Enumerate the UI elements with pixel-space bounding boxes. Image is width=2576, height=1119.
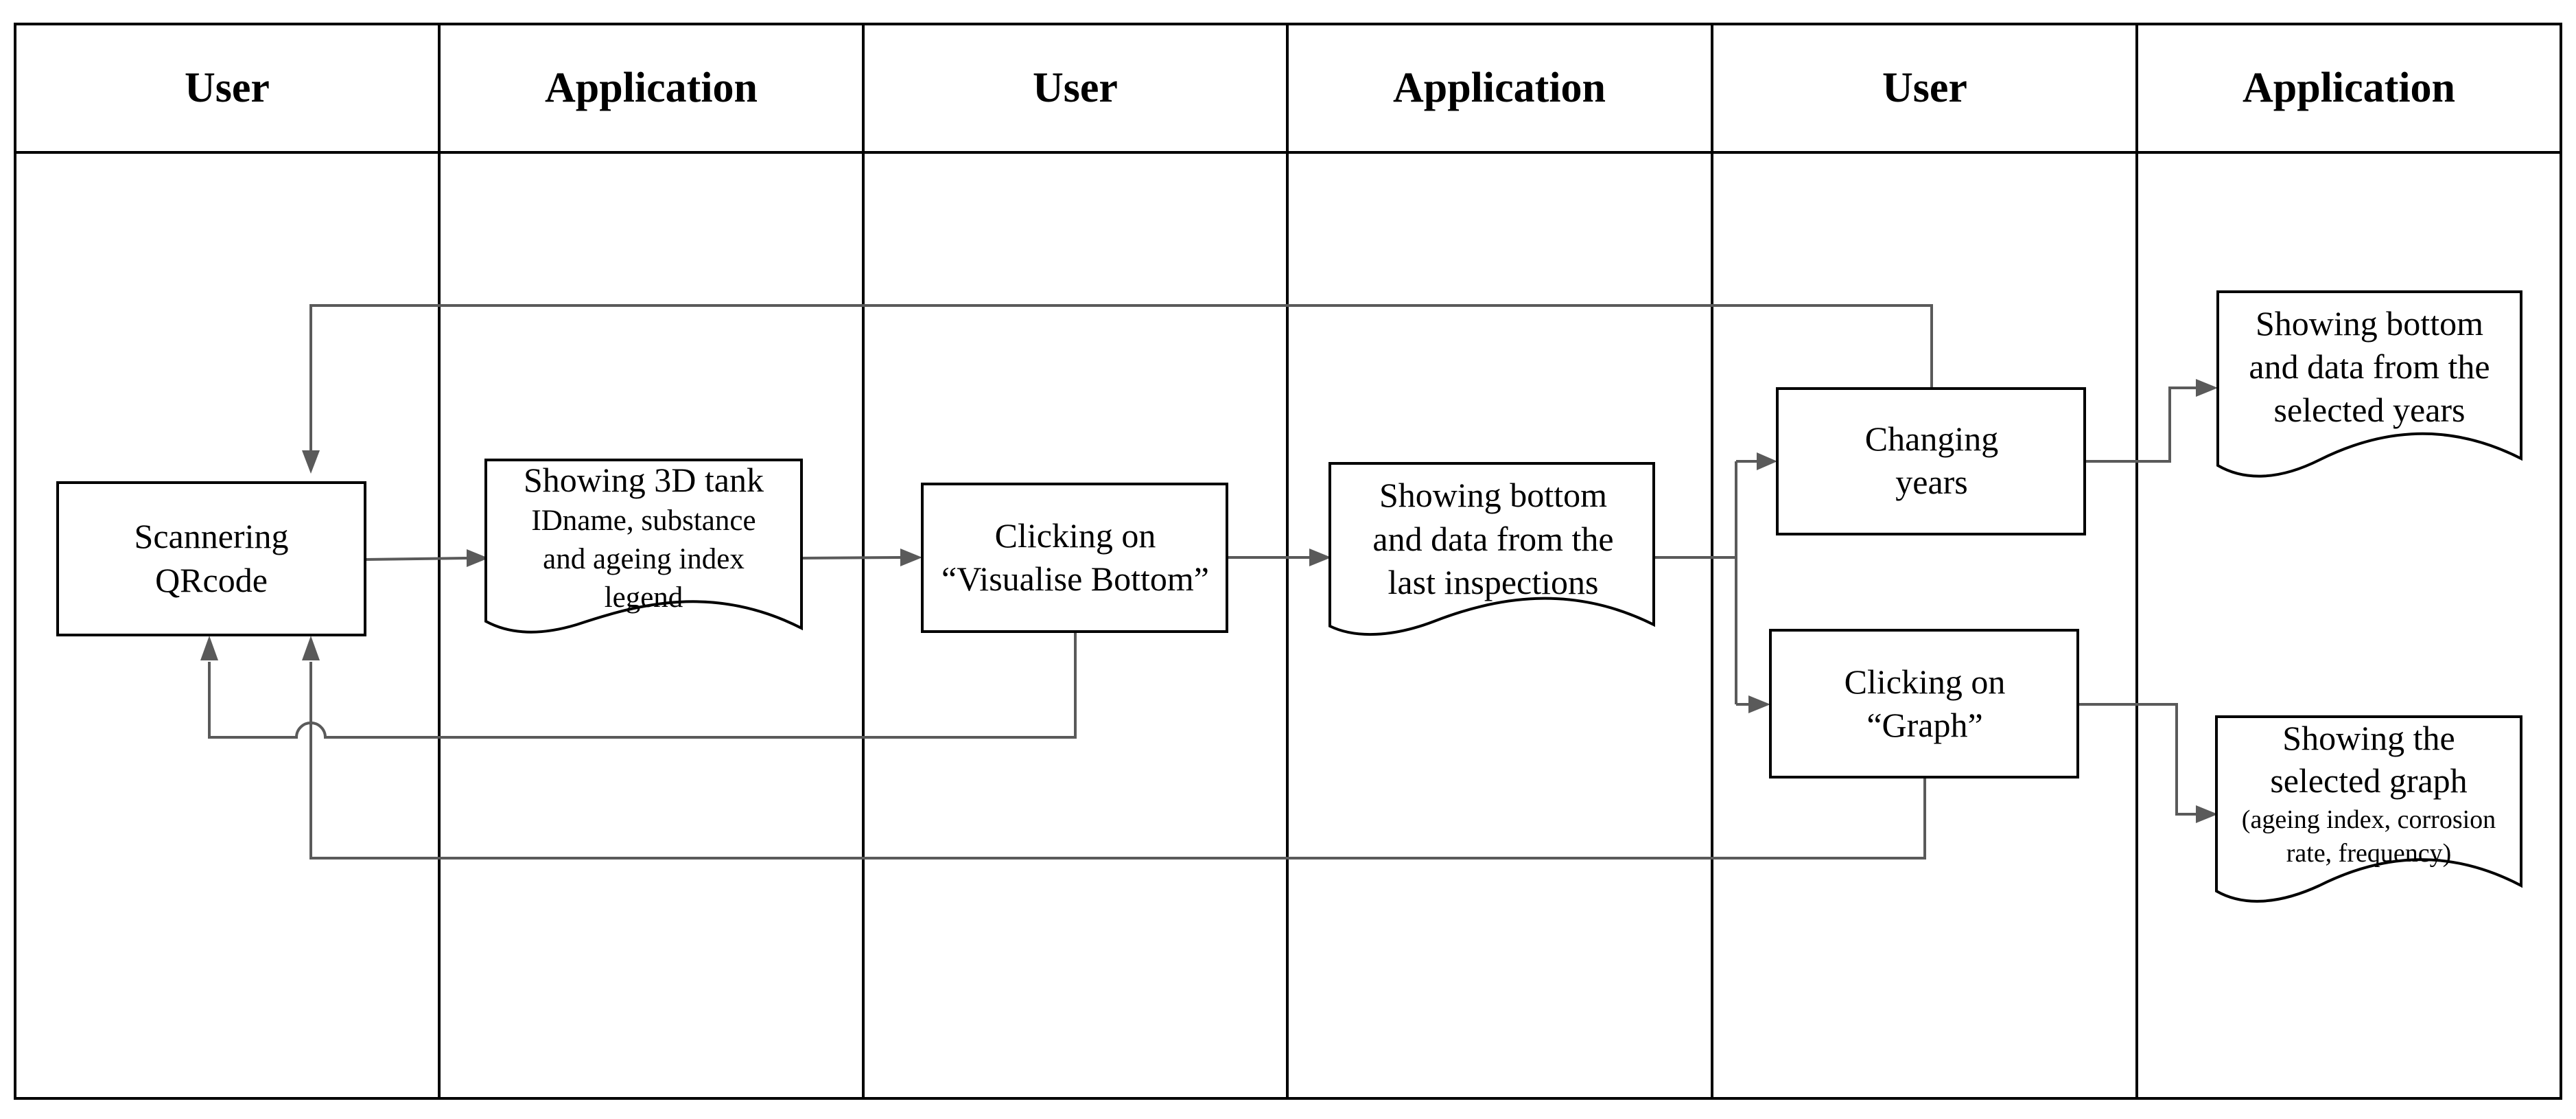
process-box bbox=[1776, 387, 2086, 535]
connector-visualise-loop-to-scan bbox=[208, 633, 1077, 739]
node-show-3d-tank: Showing 3D tank IDname, substance and ag… bbox=[484, 459, 803, 634]
node-label: and data from the bbox=[2249, 347, 2490, 386]
arrowhead bbox=[1309, 549, 1331, 566]
connector-graph-to-selected-graph bbox=[2078, 703, 2196, 816]
connector-3d-to-visualise bbox=[801, 556, 901, 560]
lane-header-user: User bbox=[1033, 65, 1118, 111]
process-box bbox=[56, 481, 366, 636]
node-show-last-inspections: Showing bottom and data from the last in… bbox=[1328, 462, 1655, 636]
node-label: Changing bbox=[1865, 419, 1998, 458]
process-box bbox=[1769, 629, 2079, 778]
node-label: “Visualise Bottom” bbox=[941, 560, 1209, 598]
node-show-selected-years: Showing bottom and data from the selecte… bbox=[2216, 290, 2522, 478]
lane-header-application: Application bbox=[545, 65, 758, 111]
node-label: Clicking on bbox=[1845, 662, 2006, 701]
arrowhead bbox=[900, 549, 922, 566]
connector-years-to-selected-years bbox=[2085, 387, 2196, 463]
node-label: Clicking on bbox=[995, 516, 1156, 555]
arrowhead bbox=[467, 549, 489, 567]
node-label: last inspections bbox=[1388, 563, 1599, 601]
arrowhead bbox=[1757, 452, 1777, 470]
node-label: Scannering bbox=[134, 517, 289, 555]
node-changing-years: Changing years bbox=[1776, 387, 2086, 535]
lane-header-application: Application bbox=[2243, 65, 2455, 111]
node-label: years bbox=[1895, 463, 1968, 501]
node-label: “Graph” bbox=[1866, 706, 1982, 744]
lane-headers: User Application User Application User A… bbox=[185, 65, 2455, 111]
node-label: QRcode bbox=[155, 561, 268, 599]
node-label: selected graph bbox=[2270, 761, 2467, 800]
node-label: IDname, substance bbox=[531, 505, 756, 537]
node-label: and ageing index bbox=[543, 543, 745, 575]
document-shape bbox=[484, 459, 803, 634]
arrowhead bbox=[2196, 805, 2218, 823]
node-label: Showing 3D tank bbox=[524, 461, 764, 499]
connector-years-loop-to-scan bbox=[309, 304, 1933, 450]
arrowhead bbox=[302, 450, 320, 474]
node-label: and data from the bbox=[1372, 520, 1613, 558]
document-shape bbox=[2216, 290, 2522, 478]
lane-header-user: User bbox=[1882, 65, 1967, 111]
swimlane-grid bbox=[14, 23, 2562, 1100]
arrowhead bbox=[200, 636, 218, 660]
connector-graph-loop-to-scan bbox=[309, 662, 1926, 860]
lane-header-user: User bbox=[185, 65, 270, 111]
node-label: Showing the bbox=[2282, 719, 2455, 757]
node-label: selected years bbox=[2273, 391, 2465, 429]
document-shape bbox=[1328, 462, 1655, 636]
arrowhead bbox=[2196, 379, 2218, 397]
node-label: (ageing index, corrosion bbox=[2242, 805, 2496, 834]
node-label: rate, frequency) bbox=[2286, 839, 2452, 868]
node-label: legend bbox=[605, 581, 683, 614]
node-label: Showing bottom bbox=[1379, 476, 1607, 514]
node-click-graph: Clicking on “Graph” bbox=[1769, 629, 2079, 778]
node-label: Showing bottom bbox=[2256, 304, 2483, 343]
connector-scan-to-3d bbox=[364, 557, 467, 561]
connectors bbox=[200, 304, 2218, 860]
arrowhead bbox=[1748, 695, 1770, 713]
arrowhead bbox=[302, 636, 320, 660]
node-click-visualise: Clicking on “Visualise Bottom” bbox=[921, 483, 1228, 633]
node-scan-qrcode: Scannering QRcode bbox=[56, 481, 366, 636]
document-shape bbox=[2215, 715, 2522, 903]
process-box bbox=[921, 483, 1228, 633]
lane-header-application: Application bbox=[1393, 65, 1606, 111]
node-show-selected-graph: Showing the selected graph (ageing index… bbox=[2215, 715, 2522, 903]
